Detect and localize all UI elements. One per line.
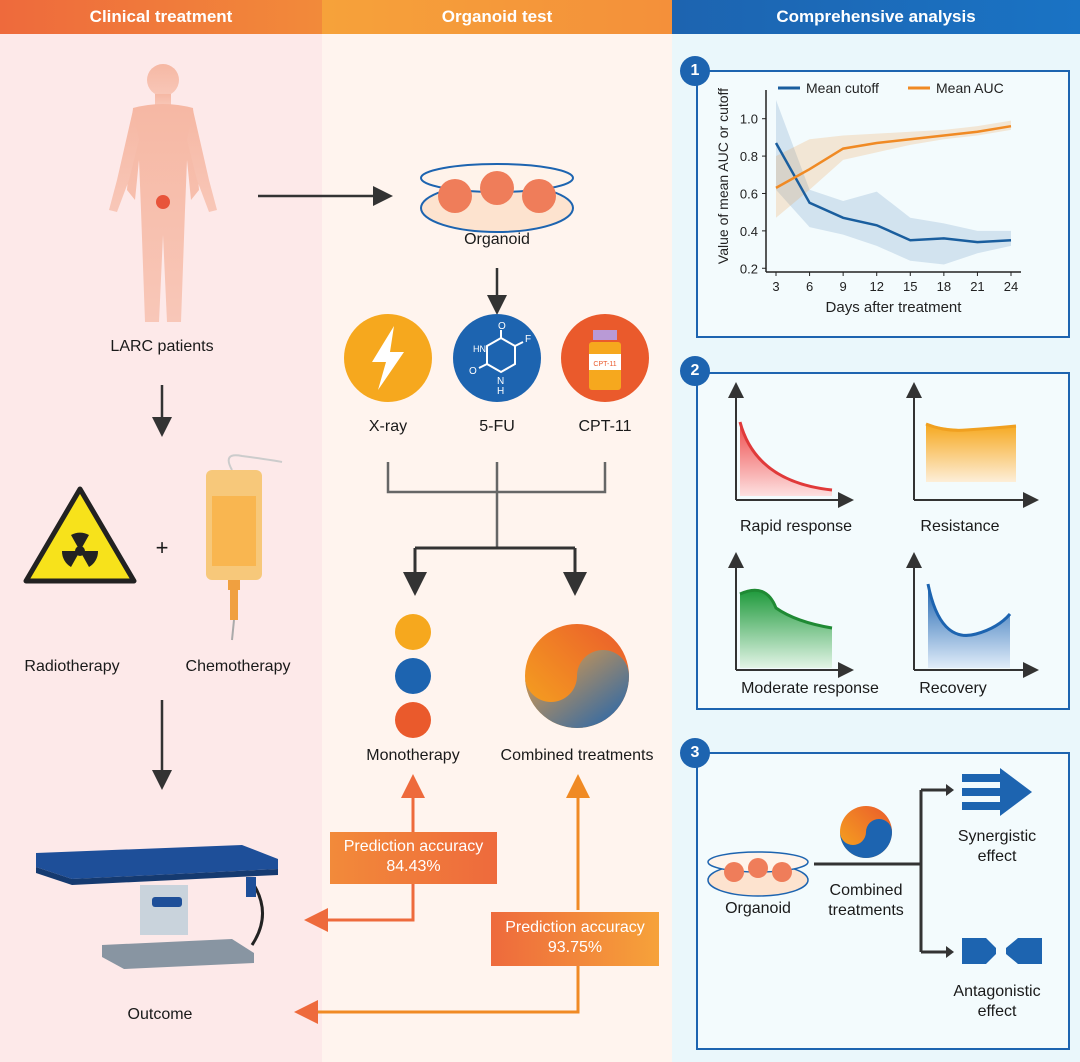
- radiotherapy-label: Radiotherapy: [24, 658, 120, 675]
- combined-treatments-small-icon: [840, 806, 892, 858]
- x-tick-label: 12: [869, 279, 883, 294]
- rapid-response-label: Rapid response: [739, 518, 853, 535]
- panel-1-chart: [696, 70, 1070, 338]
- y-tick-label: 0.2: [740, 261, 758, 276]
- 5-fu-label: 5-FU: [479, 418, 515, 435]
- accuracy-comb-value: 93.75%: [547, 939, 603, 956]
- panel-2-badge: 2: [680, 356, 710, 386]
- plus-sign: +: [155, 535, 169, 560]
- series-line-1: [775, 124, 1012, 189]
- organoid-dish-icon: [420, 163, 574, 233]
- x-tick-label: 15: [903, 279, 917, 294]
- accuracy-mono-value: 84.43%: [386, 858, 441, 875]
- 5-fu-molecule-icon: O F HN O N H: [453, 314, 541, 402]
- combined-treatments-label: Combined treatments: [500, 747, 654, 764]
- combined-treatments-icon: [525, 624, 629, 728]
- series-band-1: [776, 120, 1011, 218]
- y-tick-label: 0.4: [740, 224, 758, 239]
- synergistic-effect-label: Synergistic effect: [958, 827, 1036, 867]
- x-tick-label: 21: [970, 279, 984, 294]
- organoid-label: Organoid: [464, 231, 530, 248]
- accuracy-mono-title: Prediction accuracy: [343, 838, 484, 855]
- x-tick-label: 9: [840, 279, 847, 294]
- iv-bag-icon: [206, 454, 283, 641]
- panel-1-badge: 1: [680, 56, 710, 86]
- y-tick-label: 1.0: [740, 112, 758, 127]
- panel3-combined-line1: Combined: [829, 882, 903, 899]
- rapid-response-curve: [728, 382, 846, 500]
- resistance-curve: [906, 382, 1039, 508]
- legend-label-0: Mean cutoff: [806, 80, 879, 96]
- prediction-accuracy-combined: Prediction accuracy 93.75%: [491, 912, 659, 966]
- x-ray-label: X-ray: [368, 418, 408, 435]
- synergistic-arrow-icon: [962, 768, 1032, 816]
- drug-merge-lines: [386, 462, 607, 548]
- synergistic-line2: effect: [977, 848, 1017, 865]
- fu-atom-o-bottom: O: [469, 366, 477, 377]
- y-tick-label: 0.6: [740, 186, 758, 201]
- panel3-combined-label: Combined treatments: [828, 881, 904, 921]
- x-tick-label: 18: [937, 279, 951, 294]
- accuracy-comb-title: Prediction accuracy: [505, 919, 645, 936]
- clinical-treatment-header: Clinical treatment: [0, 0, 322, 34]
- x-tick-label: 3: [772, 279, 779, 294]
- arrow-comb-accuracy-out: [294, 965, 580, 1024]
- x-tick-label: 6: [806, 279, 813, 294]
- x-tick-label: 24: [1004, 279, 1018, 294]
- panel-3-badge: 3: [680, 738, 710, 768]
- antagonistic-effect-label: Antagonistic effect: [953, 982, 1040, 1022]
- interaction-diagram: [707, 768, 1042, 964]
- panel3-combined-line2: treatments: [828, 902, 904, 919]
- human-body-icon: [109, 64, 217, 322]
- organoid-test-header: Organoid test: [322, 0, 672, 34]
- cpt-11-vial-icon: CPT-11: [561, 314, 649, 402]
- moderate-response-curve: [728, 552, 854, 678]
- moderate-response-label: Moderate response: [741, 680, 879, 697]
- y-tick-label: 0.8: [740, 149, 758, 164]
- prediction-accuracy-monotherapy: Prediction accuracy 84.43%: [330, 832, 497, 884]
- fu-atom-n: N: [497, 376, 504, 387]
- synergistic-line1: Synergistic: [957, 828, 1037, 845]
- outcome-label: Outcome: [127, 1006, 193, 1023]
- fu-atom-h: H: [497, 386, 504, 397]
- resistance-label: Resistance: [920, 518, 1000, 535]
- fu-atom-o-top: O: [498, 321, 506, 332]
- monotherapy-dots: [395, 614, 431, 738]
- y-axis-title: Value of mean AUC or cutoff: [715, 88, 731, 264]
- vial-label: CPT-11: [593, 361, 616, 368]
- comprehensive-analysis-header: Comprehensive analysis: [672, 0, 1080, 34]
- panel3-organoid-label: Organoid: [725, 900, 791, 917]
- fu-atom-f: F: [525, 334, 531, 345]
- monotherapy-label: Monotherapy: [366, 747, 460, 764]
- radiation-warning-icon: [23, 486, 137, 584]
- operating-table-icon: [36, 845, 278, 969]
- antagonistic-line1: Antagonistic: [953, 983, 1041, 1000]
- legend-label-1: Mean AUC: [936, 80, 1004, 96]
- cpt-11-label: CPT-11: [578, 418, 632, 435]
- larc-patients-label: LARC patients: [110, 338, 214, 355]
- response-curves: [728, 382, 1039, 678]
- x-axis-title: Days after treatment: [826, 299, 963, 316]
- antagonistic-arrow-icon: [962, 938, 1042, 964]
- chemotherapy-label: Chemotherapy: [185, 658, 291, 675]
- recovery-label: Recovery: [919, 680, 987, 697]
- arrow-mono-accuracy-out: [304, 882, 415, 932]
- antagonistic-line2: effect: [977, 1003, 1017, 1020]
- series-band-0: [776, 100, 1011, 265]
- x-ray-icon: [344, 314, 432, 402]
- recovery-curve: [906, 552, 1039, 678]
- series-line-0: [774, 142, 1012, 244]
- fu-atom-hn: HN: [473, 344, 486, 354]
